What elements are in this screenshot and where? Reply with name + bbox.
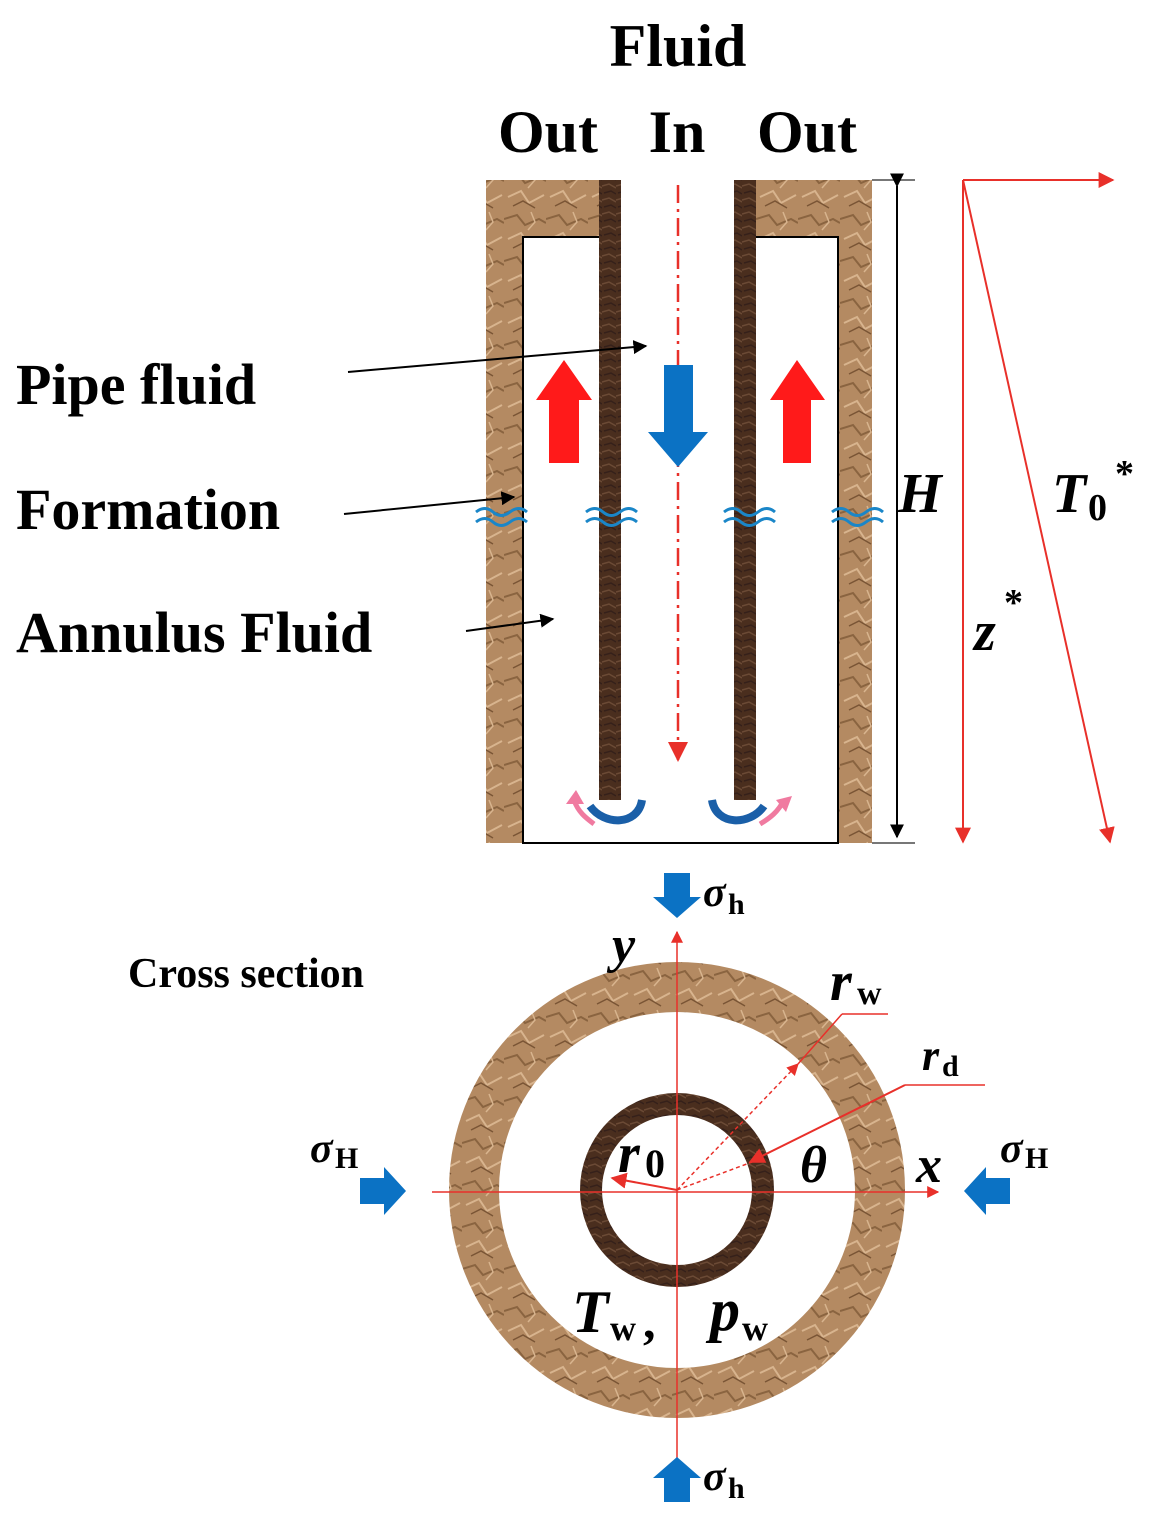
pipe-fluid-label: Pipe fluid: [16, 352, 256, 417]
rw-label: r w: [830, 951, 882, 1013]
rd-leader: [748, 1084, 906, 1163]
svg-text:w: w: [610, 1308, 636, 1348]
svg-text:σ: σ: [310, 1126, 334, 1172]
svg-text:p: p: [705, 1277, 740, 1343]
rd-label: r d: [922, 1031, 959, 1083]
annulus-bottom: [523, 800, 838, 843]
t0-label: T 0 *: [1052, 453, 1134, 529]
cross-section: [360, 873, 1010, 1502]
break-marks: [475, 507, 884, 527]
annulus-left: [522, 236, 601, 844]
depth-dimension: [872, 173, 915, 844]
svg-text:σ: σ: [1000, 1126, 1024, 1172]
svg-text:r: r: [922, 1031, 940, 1080]
tw-label: T w ,: [572, 1279, 656, 1349]
y-axis-label: y: [606, 917, 636, 974]
up-arrow-left: [536, 360, 592, 463]
sigma-h-bottom-label: σ h: [703, 1454, 745, 1505]
sigma-H-right-label: σ H: [1000, 1126, 1048, 1175]
svg-text:*: *: [1004, 582, 1023, 624]
svg-text:H: H: [335, 1142, 358, 1175]
up-arrow-right: [770, 360, 825, 463]
out-label-right: Out: [757, 99, 857, 165]
svg-text:T: T: [572, 1279, 611, 1345]
out-label-left: Out: [498, 99, 598, 165]
svg-text:z: z: [972, 601, 996, 663]
svg-text:0: 0: [1088, 487, 1107, 529]
formation-leader: [343, 491, 516, 515]
sigma-h-bottom-arrow: [653, 1457, 701, 1502]
in-label: In: [649, 99, 706, 165]
svg-text:w: w: [857, 975, 882, 1012]
r0-radius: [610, 1172, 678, 1191]
annulus-fluid-label: Annulus Fluid: [16, 600, 372, 665]
svg-text:σ: σ: [703, 870, 727, 916]
theta-label: θ: [800, 1137, 827, 1194]
x-axis-label: x: [915, 1137, 942, 1194]
rw-radius: [676, 1063, 799, 1191]
sigma-h-top-arrow: [653, 873, 701, 918]
cross-section-label: Cross section: [128, 951, 364, 997]
sigma-H-right-arrow: [964, 1167, 1010, 1215]
sigma-H-left-arrow: [360, 1167, 406, 1215]
rw-leader: [797, 1013, 843, 1065]
formation-label: Formation: [16, 477, 280, 542]
pipe-fluid-leader: [347, 340, 648, 373]
u-turn-right: [708, 796, 792, 827]
u-turn-left: [566, 790, 646, 826]
svg-text:h: h: [728, 888, 745, 921]
annulus-fluid-leader: [465, 613, 555, 632]
fluid-title: Fluid: [610, 13, 747, 79]
svg-text:σ: σ: [703, 1454, 727, 1500]
wellbore-section: [475, 180, 884, 844]
rd-radius: [676, 1161, 753, 1191]
sigma-H-left-label: σ H: [310, 1126, 358, 1175]
depth-label: H: [897, 463, 943, 525]
temperature-profile: [955, 172, 1115, 844]
sigma-h-top-label: σ h: [703, 870, 745, 921]
annulus-right: [754, 236, 839, 844]
pipe-wall-left: [599, 180, 621, 800]
r0-label: r 0: [618, 1123, 665, 1186]
down-arrow-center: [648, 365, 708, 467]
svg-text:H: H: [1025, 1142, 1048, 1175]
pw-label: p w: [705, 1277, 768, 1348]
pipe-wall-right: [734, 180, 756, 800]
svg-text:T: T: [1052, 463, 1089, 525]
svg-text:h: h: [728, 1472, 745, 1505]
svg-text:r: r: [830, 951, 853, 1013]
svg-text:w: w: [742, 1308, 768, 1348]
svg-text:r: r: [618, 1123, 641, 1185]
svg-text:,: ,: [643, 1293, 656, 1349]
svg-text:0: 0: [645, 1141, 665, 1186]
z-label: z *: [972, 582, 1023, 663]
svg-text:d: d: [942, 1050, 959, 1083]
svg-text:*: *: [1115, 453, 1134, 495]
